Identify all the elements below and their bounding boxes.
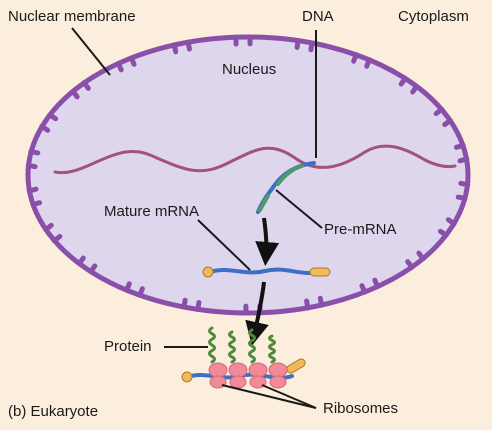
export-arrow [245, 281, 269, 346]
label-ribosomes: Ribosomes [323, 400, 399, 417]
ribosome-group [208, 362, 288, 389]
nuclear-pore [433, 106, 453, 128]
nuclear-pore [437, 217, 457, 238]
dna-strand [53, 144, 457, 175]
label-dna: DNA [302, 8, 334, 25]
ribosome [228, 362, 248, 378]
ribosome [229, 375, 247, 389]
leader-mature-mrna [197, 219, 251, 271]
nuclear-pore [359, 277, 381, 295]
pre-mrna-intron [258, 194, 270, 212]
pre-mrna-intron [276, 164, 304, 186]
translating-mrna-poly-a-tail [286, 358, 306, 374]
nuclear-pore [26, 186, 43, 208]
nuclear-pore [25, 149, 41, 170]
protein-chain [228, 330, 236, 364]
nuclear-pore [76, 255, 98, 275]
mature-mrna-poly-a-tail [309, 267, 331, 277]
nuclear-pore [455, 180, 471, 201]
ribosome [248, 362, 268, 378]
nuclear-pore [70, 80, 91, 100]
nuclear-pore [124, 281, 145, 298]
ribosome [268, 362, 288, 378]
mature-mrna-strand [208, 267, 320, 275]
mature-mrna-5-cap [202, 266, 214, 278]
protein-chain [248, 328, 256, 364]
nuclear-pores [25, 34, 471, 316]
leader-ribosomes-1 [221, 384, 317, 409]
label-nuclear-membrane: Nuclear membrane [8, 8, 136, 25]
nuclear-pore [171, 39, 192, 55]
nuclear-pore [181, 297, 202, 312]
label-pre-mrna: Pre-mRNA [324, 221, 397, 238]
label-nucleus: Nucleus [222, 61, 277, 78]
nuclear-pore [351, 52, 372, 69]
ribosome [208, 362, 228, 378]
processing-arrow [255, 217, 280, 266]
nuclear-pore [43, 222, 63, 244]
nuclear-pore [398, 75, 420, 95]
figure-caption: (b) Eukaryote [8, 403, 99, 420]
label-protein: Protein [104, 338, 152, 355]
leader-lines [71, 27, 323, 409]
leader-ribosomes-2 [261, 384, 317, 409]
protein-chain [208, 326, 216, 364]
nuclear-pore [453, 142, 470, 164]
translating-mrna-5-cap [181, 371, 193, 383]
nuclear-pore [405, 250, 426, 270]
protein-chains [208, 326, 276, 364]
label-cytoplasm: Cytoplasm [398, 8, 469, 25]
nuclear-pore [304, 295, 325, 311]
nuclear-pore [39, 112, 59, 133]
protein-chain [268, 334, 276, 364]
leader-nuclear-membrane [71, 27, 111, 76]
ribosome [269, 375, 287, 389]
nuclear-pore [115, 55, 137, 73]
nuclear-pore [294, 38, 315, 53]
label-mature-mrna: Mature mRNA [104, 203, 200, 220]
nuclear-pore [233, 34, 253, 47]
leader-pre-mrna [275, 189, 323, 229]
